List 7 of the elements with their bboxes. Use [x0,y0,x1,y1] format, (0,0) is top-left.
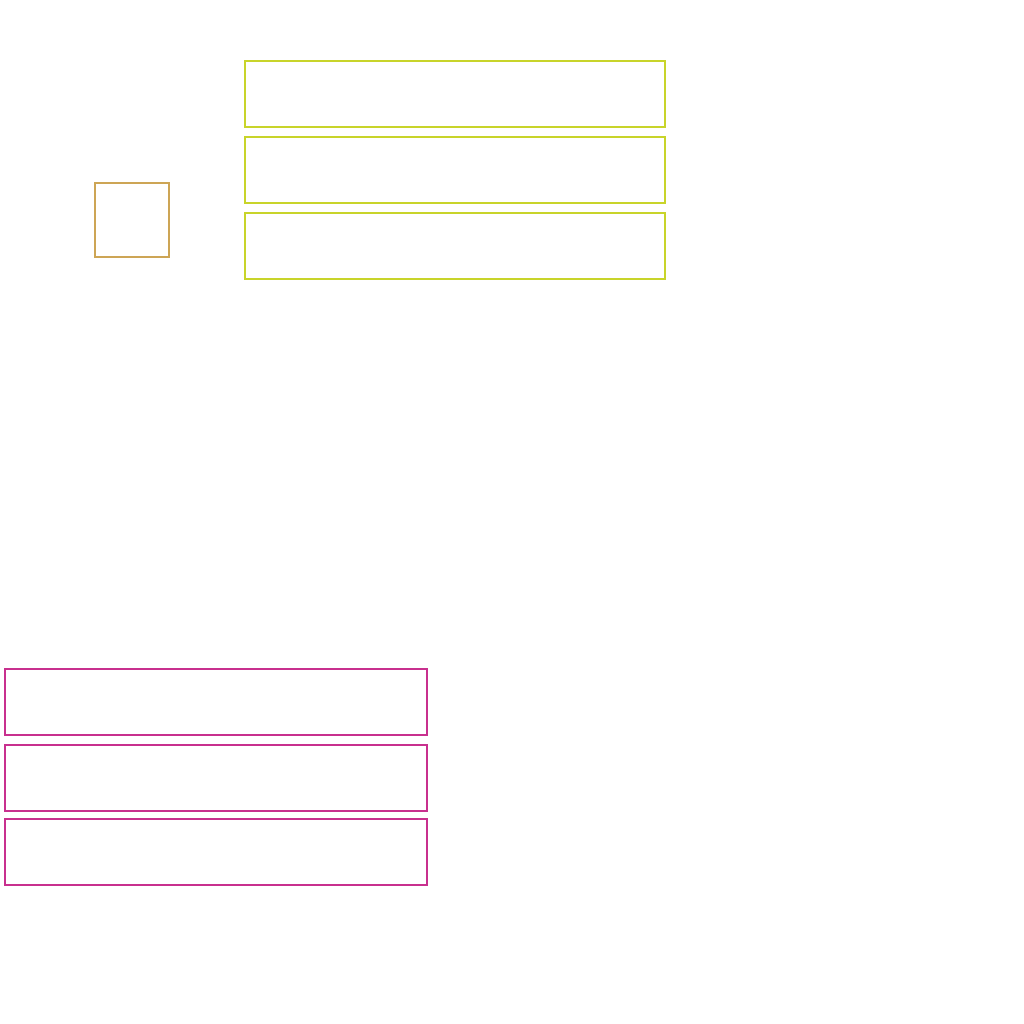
empty-box [244,212,666,280]
empty-box [4,744,428,812]
empty-box [4,668,428,736]
empty-box [244,60,666,128]
empty-box [244,136,666,204]
empty-box [94,182,170,258]
empty-box [4,818,428,886]
